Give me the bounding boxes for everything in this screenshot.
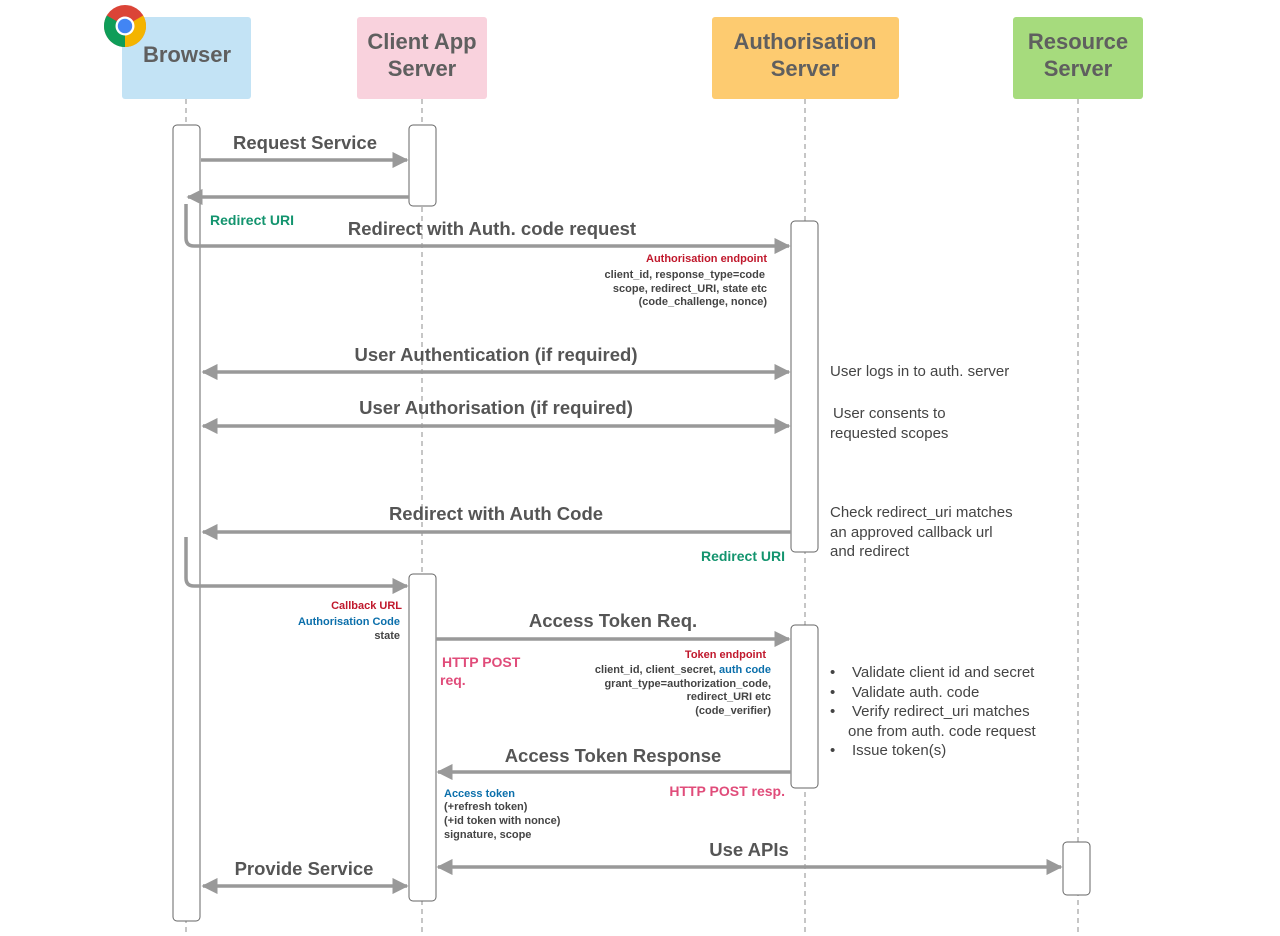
http-post-req-line2: req.	[440, 672, 466, 688]
redirect-with-auth-code-label: Redirect with Auth Code	[389, 503, 603, 524]
browser-label: Browser	[143, 42, 231, 67]
callback-state: state	[374, 630, 400, 642]
token-endpoint-auth-code: auth code	[719, 664, 771, 676]
user-authentication-label: User Authentication (if required)	[354, 344, 637, 365]
auth-activation-2	[790, 624, 819, 789]
auth-server-label-line2: Server	[771, 56, 840, 81]
redirect-uri-label-2: Redirect URI	[701, 548, 785, 564]
resource-activation	[1062, 841, 1091, 896]
redirect-uri-label-1: Redirect URI	[210, 212, 294, 228]
access-token-req-label: Access Token Req.	[529, 610, 697, 631]
note-consents-line1: User consents to	[833, 405, 946, 422]
note-bullet-1-marker: •	[830, 664, 835, 681]
token-endpoint-params-4: (code_verifier)	[695, 705, 771, 717]
auth-activation-1	[790, 220, 819, 553]
auth-endpoint-params-2: scope, redirect_URI, state etc	[613, 283, 767, 295]
auth-endpoint-params-1: client_id, response_type=code	[605, 269, 765, 281]
token-endpoint-params-2: grant_type=authorization_code,	[604, 678, 771, 690]
note-check-line1: Check redirect_uri matches	[830, 504, 1013, 521]
user-authorisation-label: User Authorisation (if required)	[359, 397, 633, 418]
note-bullet-4-marker: •	[830, 742, 835, 759]
http-post-resp-label: HTTP POST resp.	[669, 783, 785, 799]
resource-server-label-line2: Server	[1044, 56, 1113, 81]
note-bullet-2-marker: •	[830, 684, 835, 701]
request-service-label: Request Service	[233, 132, 377, 153]
note-bullet-1: Validate client id and secret	[852, 664, 1035, 681]
resource-server-actor: Resource Server	[1013, 17, 1143, 99]
access-token-response-label: Access Token Response	[505, 745, 722, 766]
auth-server-label-line1: Authorisation	[734, 29, 877, 54]
redirect-to-callback-arrow	[184, 537, 409, 595]
note-bullet-3-continuation: one from auth. code request	[848, 723, 1036, 740]
note-check-line2: an approved callback url	[830, 524, 993, 541]
provide-service-label: Provide Service	[235, 858, 374, 879]
browser-actor: Browser	[122, 17, 251, 99]
access-token-title: Access token	[444, 788, 515, 800]
resource-server-label-line1: Resource	[1028, 29, 1128, 54]
token-endpoint-title: Token endpoint	[685, 649, 766, 661]
note-user-logs-in: User logs in to auth. server	[830, 363, 1009, 380]
callback-url-title: Callback URL	[331, 600, 402, 612]
redirect-auth-code-request-label: Redirect with Auth. code request	[348, 218, 636, 239]
note-check-line3: and redirect	[830, 543, 910, 560]
browser-activation	[172, 124, 201, 922]
id-token-label: (+id token with nonce)	[444, 815, 561, 827]
auth-endpoint-params-3: (code_challenge, nonce)	[639, 296, 768, 308]
use-apis-label: Use APIs	[709, 839, 789, 860]
redirect-auth-code-request-arrow	[184, 204, 791, 255]
callback-auth-code: Authorisation Code	[298, 616, 400, 628]
chrome-logo-icon	[103, 5, 147, 48]
client-app-label-line1: Client App	[367, 29, 476, 54]
note-bullet-3: Verify redirect_uri matches	[852, 703, 1030, 720]
note-bullet-2: Validate auth. code	[852, 684, 979, 701]
note-bullet-4: Issue token(s)	[852, 742, 946, 759]
client-activation-1	[408, 124, 437, 207]
client-activation-2	[408, 573, 437, 902]
client-app-label-line2: Server	[388, 56, 457, 81]
http-post-req-line1: HTTP POST	[442, 654, 521, 670]
auth-server-actor: Authorisation Server	[712, 17, 899, 99]
signature-scope-label: signature, scope	[444, 829, 531, 841]
refresh-token-label: (+refresh token)	[444, 801, 528, 813]
token-endpoint-params-1: client_id, client_secret, auth code	[595, 664, 771, 676]
note-bullet-3-marker: •	[830, 703, 835, 720]
note-consents-line2: requested scopes	[830, 425, 948, 442]
auth-endpoint-title: Authorisation endpoint	[646, 253, 767, 265]
token-endpoint-params-3: redirect_URI etc	[687, 691, 771, 703]
token-endpoint-params-1-prefix: client_id, client_secret,	[595, 664, 719, 676]
client-app-actor: Client App Server	[357, 17, 487, 99]
